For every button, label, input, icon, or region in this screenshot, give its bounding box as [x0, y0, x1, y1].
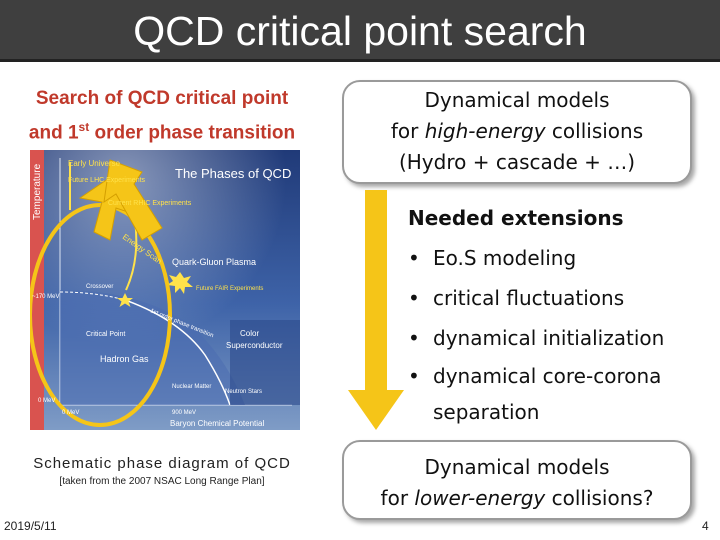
top-box-line2: for high-energy collisions: [344, 116, 690, 147]
left-heading: Search of QCD critical point and 1st ord…: [4, 84, 320, 147]
color-sc-region: [230, 320, 300, 405]
list-item: critical fluctuations: [408, 278, 718, 318]
highlight-arrow-right: [103, 159, 163, 241]
temperature-axis-bar: [30, 150, 44, 430]
heading-superscript: st: [78, 120, 90, 134]
heading-and-1: and 1: [28, 122, 79, 144]
list-item: Eo.S modeling: [408, 238, 718, 278]
top-box-for: for: [390, 119, 425, 143]
mu-axis-label: Baryon Chemical Potential: [170, 419, 264, 428]
extensions-list: Eo.S modeling critical fluctuations dyna…: [408, 238, 718, 430]
critical-point-marker: [117, 293, 133, 307]
heading-order-text: order phase transition: [89, 122, 296, 144]
arrow-head: [348, 390, 404, 430]
fair-burst-icon: [167, 272, 193, 294]
bottom-box-for: for: [380, 486, 415, 510]
slide-page-number: 4: [702, 519, 709, 533]
t-170-label: ~170 MeV: [32, 294, 60, 300]
diagram-caption: Schematic phase diagram of QCD: [33, 455, 291, 472]
top-box-collisions: collisions: [545, 119, 644, 143]
first-order-line: [124, 299, 231, 406]
bottom-box-collisions: collisions?: [545, 486, 654, 510]
future-fair-label: Future FAIR Experiments: [196, 286, 263, 292]
top-box-line3: (Hydro + cascade + …): [398, 150, 636, 174]
current-rhic-label: Current RHIC Experiments: [108, 200, 192, 207]
phase-boundary-region: [60, 290, 245, 405]
qgp-label: Quark-Gluon Plasma: [172, 257, 256, 267]
color-sc-label-2: Superconductor: [226, 341, 283, 350]
neutron-stars-label: Neutron Stars: [225, 389, 262, 395]
critical-point-label: Critical Point: [86, 331, 125, 338]
qcd-phase-diagram: Temperature The Phases of QCD Early Univ…: [30, 150, 300, 430]
highlight-ellipse: [30, 203, 172, 427]
slide-date: 2019/5/11: [4, 519, 57, 533]
diagram-source: [taken from the 2007 NSAC Long Range Pla…: [59, 476, 265, 487]
color-sc-label-1: Color: [240, 329, 259, 338]
crossover-line: [59, 291, 126, 301]
diagram-title: The Phases of QCD: [175, 166, 291, 181]
bottom-box-lower-energy: lower-energy: [414, 486, 546, 510]
early-universe-label: Early Universe: [68, 159, 121, 168]
t-0-label: 0 MeV: [38, 398, 55, 404]
mu-0-label: 0 MeV: [62, 410, 79, 416]
title-bar: QCD critical point search: [0, 0, 720, 62]
arrow-shaft: [365, 190, 387, 398]
top-box-line1: Dynamical models: [424, 88, 610, 112]
bottom-box-line1: Dynamical models: [424, 455, 610, 479]
slide-title: QCD critical point search: [133, 8, 587, 54]
list-item: dynamical initialization: [408, 318, 718, 358]
down-arrow: [348, 190, 404, 430]
nuclear-matter-label: Nuclear Matter: [172, 384, 211, 390]
lower-energy-models-box: Dynamical models for lower-energy collis…: [342, 440, 692, 520]
mu-900-label: 900 MeV: [172, 410, 196, 416]
extensions-heading: Needed extensions: [408, 206, 624, 230]
temperature-axis-label: Temperature: [32, 163, 43, 220]
needed-extensions: Needed extensions Eo.S modeling critical…: [408, 198, 718, 430]
hadron-gas-label: Hadron Gas: [100, 354, 149, 364]
left-heading-line1: Search of QCD critical point: [35, 88, 289, 109]
high-energy-models-box: Dynamical models for high-energy collisi…: [342, 80, 692, 184]
top-box-high-energy: high-energy: [424, 119, 546, 143]
bottom-box-line2: for lower-energy collisions?: [344, 483, 690, 514]
future-lhc-label: Future LHC Experiments: [68, 177, 146, 184]
list-item: dynamical core-corona separation: [408, 358, 718, 430]
left-heading-line2: and 1st order phase transition: [4, 113, 320, 147]
crossover-label: Crossover: [86, 284, 113, 290]
